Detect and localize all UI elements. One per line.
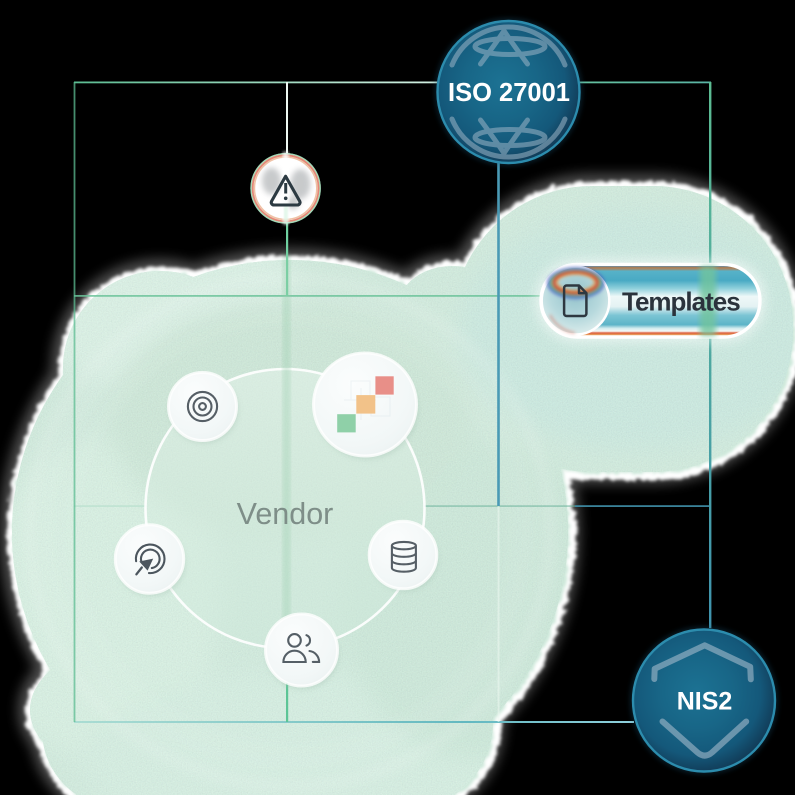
svg-text:ISO 27001: ISO 27001 <box>448 79 570 107</box>
svg-text:Vendor: Vendor <box>237 497 334 531</box>
svg-text:Templates: Templates <box>622 287 740 317</box>
svg-text:NIS2: NIS2 <box>677 688 733 716</box>
